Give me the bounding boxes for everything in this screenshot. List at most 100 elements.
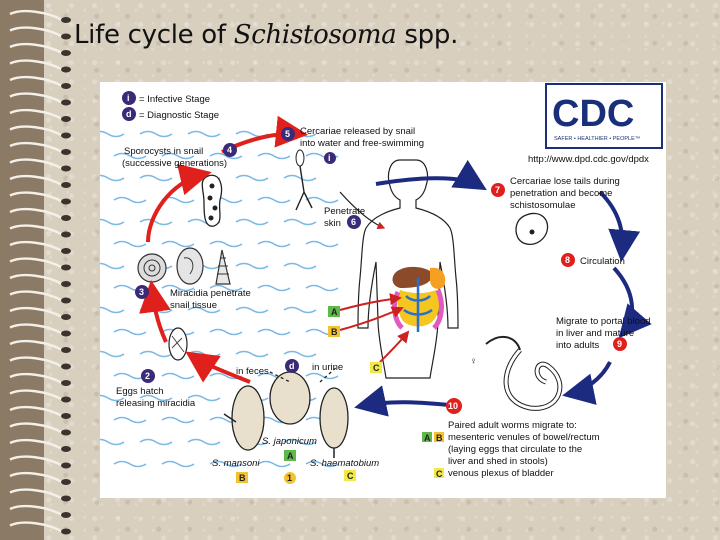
cdc-tagline: SAFER • HEALTHIER • PEOPLE™ — [554, 136, 640, 142]
step-7-badge — [491, 183, 505, 197]
title-genus: Schistosoma — [233, 20, 397, 50]
wave — [257, 152, 291, 160]
spiral-ring — [9, 158, 63, 170]
step-6-line2: skin — [324, 218, 341, 229]
wave — [187, 306, 221, 314]
spiral-hole — [61, 248, 71, 254]
wave — [257, 328, 291, 336]
step-4-badge — [223, 143, 237, 157]
wave — [187, 438, 221, 446]
wave — [283, 350, 317, 358]
cdc-logo-text: CDC — [552, 93, 634, 135]
step-6-num: 6 — [351, 217, 356, 227]
step-10-num: 10 — [448, 401, 458, 411]
wave — [100, 130, 125, 138]
step-10-badge — [446, 398, 462, 414]
spiral-hole — [61, 281, 71, 287]
diagnostic-letter: d — [126, 109, 132, 119]
portal-vessels — [403, 278, 433, 332]
wave — [283, 438, 317, 446]
title-prefix: Life cycle of — [74, 20, 234, 50]
spiral-hole — [61, 50, 71, 56]
step-4-line1: Sporocysts in snail — [124, 146, 203, 157]
wave — [235, 306, 269, 314]
wave — [235, 262, 269, 270]
wave — [161, 416, 195, 424]
spiral-hole — [61, 132, 71, 139]
badge-B-step10-letter: B — [436, 433, 443, 443]
step-4-line2: (successive generations) — [122, 158, 227, 169]
spiral-ring — [9, 290, 63, 302]
step-6-badge — [347, 215, 361, 229]
step-2-num: 2 — [145, 371, 150, 381]
spiral-ring — [9, 372, 63, 385]
spiral-hole — [61, 330, 71, 337]
spiral-hole — [61, 512, 71, 518]
spiral-ring — [9, 488, 63, 500]
human-body-outline — [357, 159, 459, 379]
spiral-ring — [9, 141, 63, 154]
badge-B-mansoni — [236, 472, 248, 483]
oncomelania-snail — [215, 249, 231, 285]
egg-japonicum — [269, 371, 311, 425]
wave — [209, 328, 243, 336]
badge-A-organ-letter: A — [331, 307, 338, 317]
spiral-hole — [61, 363, 71, 370]
step-5-num: 5 — [285, 129, 290, 139]
step-10-line4: liver and shed in stools) — [448, 456, 548, 467]
spiral-hole — [61, 462, 71, 469]
spiral-ring — [9, 521, 63, 533]
spiral-ring — [9, 356, 63, 368]
diagnostic-icon-eggs — [285, 359, 299, 373]
spiral-ring — [9, 405, 63, 418]
step-7: 7 Cercariae lose tails during penetratio… — [491, 176, 620, 211]
wave — [209, 460, 243, 468]
step-7-line2: penetration and become — [510, 188, 612, 199]
spiral-ring — [9, 191, 63, 203]
wave — [113, 240, 147, 248]
step-2-line2: releasing miracidia — [116, 398, 196, 409]
step-9: Migrate to portal blood in liver and mat… — [556, 316, 651, 351]
spiral-hole — [61, 495, 71, 502]
wave — [305, 372, 339, 380]
snails — [137, 247, 231, 285]
stomach — [430, 267, 446, 289]
wave — [113, 196, 147, 204]
wave — [209, 284, 243, 292]
spiral-hole — [61, 83, 71, 89]
spiral-ring — [9, 257, 63, 269]
badge-A-step10-letter: A — [424, 433, 431, 443]
badge-A-organ — [328, 306, 340, 317]
spiral-ring — [9, 240, 63, 253]
step-9-badge — [613, 337, 627, 351]
spiral-ring — [9, 26, 63, 38]
spiral-ring — [9, 471, 63, 484]
wave — [235, 350, 269, 358]
wave — [209, 240, 243, 248]
wave — [139, 394, 173, 402]
wave — [187, 130, 221, 138]
spiral-ring — [9, 207, 63, 220]
wave — [161, 460, 195, 468]
spiral-hole — [61, 66, 71, 73]
wave — [283, 306, 317, 314]
step-5-badge — [281, 127, 295, 141]
badge-B-mansoni-letter: B — [239, 473, 246, 483]
step-3-badge — [135, 285, 149, 299]
wave — [161, 240, 195, 248]
diagnostic-letter-eggs: d — [289, 361, 295, 371]
spiral-hole — [61, 264, 71, 271]
wave — [139, 174, 173, 182]
wave — [100, 350, 125, 358]
wave — [100, 262, 125, 270]
spiral-ring — [9, 9, 63, 22]
step-2: 2 Eggs hatch releasing miracidia — [116, 369, 196, 409]
badge-C-haematobium-letter: C — [347, 471, 354, 481]
wave — [113, 416, 147, 424]
badge-C-step10-letter: C — [436, 469, 443, 479]
step-6-line1: Penetrate — [324, 206, 365, 217]
step-6: Penetrate skin 6 — [324, 206, 365, 229]
wave — [139, 130, 173, 138]
cercaria — [295, 149, 313, 211]
title-suffix: spp. — [396, 20, 459, 50]
